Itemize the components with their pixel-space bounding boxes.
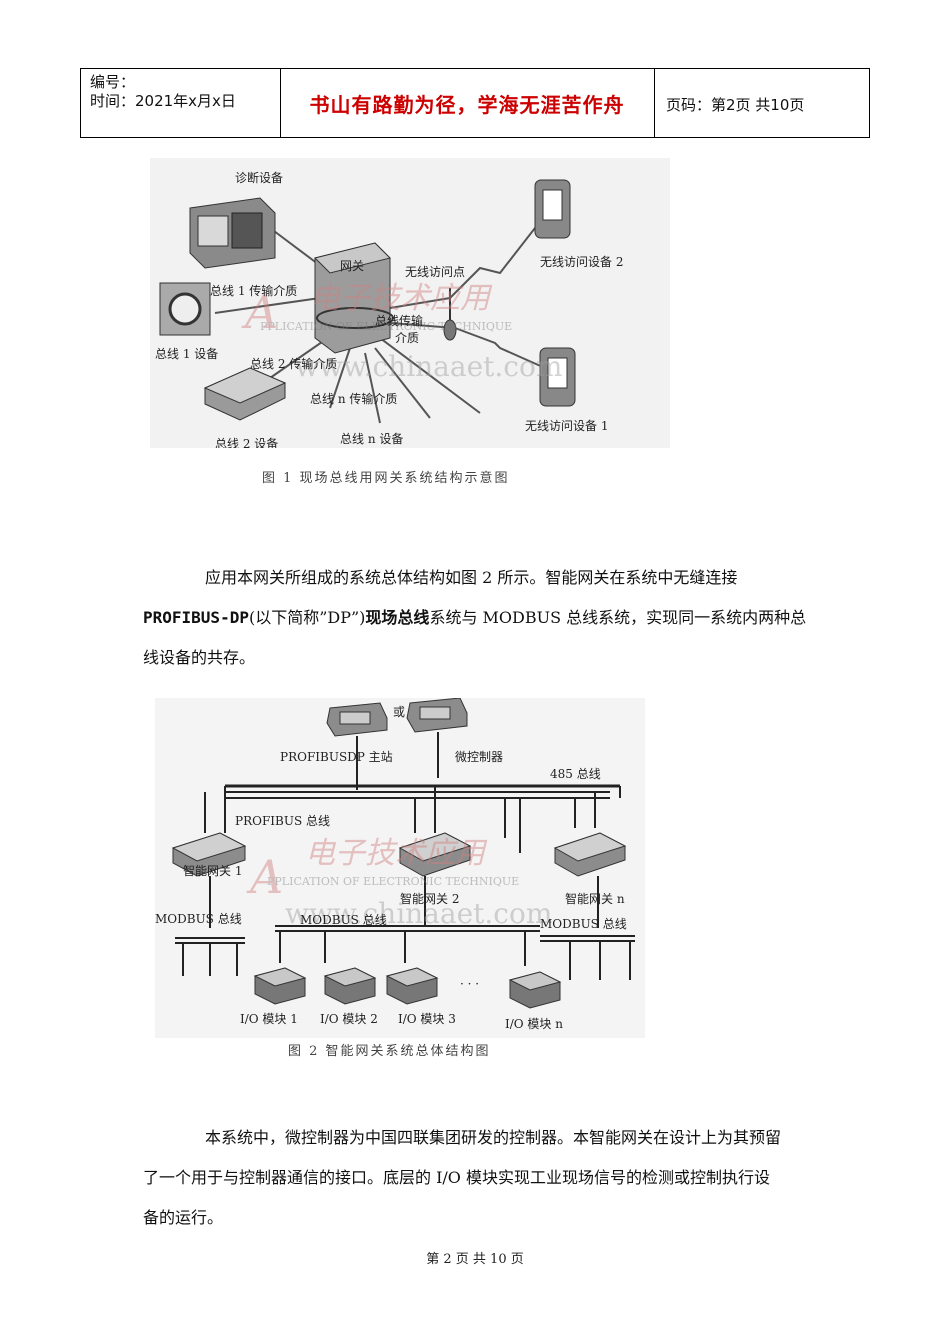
io-module2-icon: [323, 967, 377, 1005]
io-module1-icon: [253, 967, 307, 1005]
doc-number-label: 编号：: [90, 73, 136, 91]
watermark-sub: PPLICATION OF ELECTRONIC TECHNIQUE: [267, 875, 519, 888]
label-485-bus: 485 总线: [550, 767, 601, 781]
paragraph2-line3: 备的运行。: [143, 1208, 224, 1227]
label-bus2-device: 总线 2 设备: [215, 437, 278, 448]
figure1-caption: 图 1 现场总线用网关系统结构示意图: [262, 471, 510, 486]
label-microcontroller: 微控制器: [455, 750, 503, 764]
header-divider: [280, 69, 281, 137]
watermark-letter-a: A: [241, 285, 278, 339]
wireless-device2-icon: [534, 179, 571, 239]
label-dots: · · ·: [460, 977, 479, 991]
watermark-url: www.chinaaet.com: [285, 897, 552, 930]
header-page-code: 页码：第2页 共10页: [666, 96, 805, 114]
header-divider: [654, 69, 655, 137]
label-io1: I/O 模块 1: [240, 1012, 298, 1026]
figure1-watermark: A 电子技术应用 PPLICATION OF ELECTRONIC TECHNI…: [241, 281, 562, 383]
paragraph1-line3: 线设备的共存。: [143, 648, 256, 667]
wireless-device1-icon: [539, 347, 576, 407]
label-bus2-medium: 总线 2 传输介质: [250, 356, 337, 371]
profibus-master-icon: [326, 702, 388, 737]
microcontroller-icon: [406, 698, 468, 733]
label-modbus1: MODBUS 总线: [155, 912, 242, 926]
label-bus-medium-b: 介质: [395, 331, 419, 345]
label-modbus2: MODBUS 总线: [300, 913, 387, 927]
header-motto: 书山有路勤为径，学海无涯苦作舟: [309, 93, 625, 117]
label-wireless-dev1: 无线访问设备 1: [525, 419, 608, 433]
paragraph2-line2: 了一个用于与控制器通信的接口。底层的 I/O 模块实现工业现场信号的检测或控制执…: [143, 1168, 771, 1187]
label-bus1-medium: 总线 1 传输介质: [210, 283, 297, 298]
label-profibus-master: PROFIBUSDP 主站: [280, 750, 393, 764]
gatewayn-icon: [553, 832, 627, 877]
io-module3-icon: [385, 967, 439, 1005]
fieldbus-term: 现场总线: [365, 608, 430, 627]
label-wireless-dev2: 无线访问设备 2: [540, 255, 623, 269]
label-wireless-ap: 无线访问点: [405, 265, 465, 279]
watermark-logo: 电子技术应用: [310, 281, 493, 316]
label-diagnostic: 诊断设备: [235, 170, 283, 185]
label-gateway1: 智能网关 1: [183, 863, 242, 878]
label-bus1-device: 总线 1 设备: [155, 347, 218, 361]
watermark-sub: PPLICATION OF ELECTRONIC TECHNIQUE: [260, 320, 512, 333]
label-profibus-bus: PROFIBUS 总线: [235, 814, 330, 828]
label-io2: I/O 模块 2: [320, 1012, 378, 1026]
figure1-links: [214, 227, 546, 424]
wireless-ap-icon: [443, 288, 457, 341]
paragraph1-aside: (以下简称”DP”): [248, 608, 366, 627]
gateway1-icon: [171, 832, 247, 877]
diagnostic-device-icon: [189, 197, 276, 269]
watermark-logo: 电子技术应用: [305, 836, 488, 871]
label-or: 或: [393, 705, 405, 719]
figure1-diagram: A 电子技术应用 PPLICATION OF ELECTRONIC TECHNI…: [150, 158, 670, 448]
gateway2-icon: [398, 832, 472, 877]
io-modulen-icon: [508, 971, 562, 1009]
header-divider: [80, 69, 81, 137]
label-ion: I/O 模块 n: [505, 1017, 563, 1031]
page-footer: 第 2 页 共 10 页: [426, 1252, 524, 1267]
header-meta: 编号： 时间：2021年x月x日: [90, 73, 236, 111]
label-gatewayn: 智能网关 n: [565, 891, 625, 906]
paragraph2-line1: 本系统中，微控制器为中国四联集团研发的控制器。本智能网关在设计上为其预留: [205, 1128, 782, 1147]
gateway-icon: [314, 242, 394, 354]
label-bus-medium-a: 总线传输: [375, 313, 423, 328]
paragraph1-line1: 应用本网关所组成的系统总体结构如图 2 所示。智能网关在系统中无缝连接: [205, 568, 738, 587]
label-modbus3: MODBUS 总线: [540, 917, 627, 931]
label-busn-medium: 总线 n 传输介质: [310, 391, 397, 406]
document-header: 编号： 时间：2021年x月x日 书山有路勤为径，学海无涯苦作舟 页码：第2页 …: [80, 68, 870, 138]
label-io3: I/O 模块 3: [398, 1012, 456, 1026]
figure2-caption: 图 2 智能网关系统总体结构图: [288, 1044, 491, 1059]
paragraph1-line2: PROFIBUS-DP(以下简称”DP”)现场总线系统与 MODBUS 总线系统…: [143, 598, 806, 638]
label-busn-device: 总线 n 设备: [340, 432, 403, 446]
paragraph1-rest: 系统与 MODBUS 总线系统，实现同一系统内两种总: [429, 608, 807, 627]
header-divider: [869, 69, 870, 137]
figure2-watermark: A 电子技术应用 PPLICATION OF ELECTRONIC TECHNI…: [246, 836, 552, 930]
doc-time-label: 时间：2021年x月x日: [90, 92, 236, 110]
watermark-letter-a: A: [246, 850, 283, 904]
label-gateway: 网关: [340, 259, 364, 273]
profibus-term: PROFIBUS-DP: [143, 608, 249, 627]
label-gateway2: 智能网关 2: [400, 891, 459, 906]
bus2-device-icon: [203, 367, 287, 421]
watermark-url: www.chinaaet.com: [295, 350, 562, 383]
figure2-diagram: A 电子技术应用 PPLICATION OF ELECTRONIC TECHNI…: [155, 698, 645, 1038]
bus1-device-icon: [159, 282, 211, 336]
